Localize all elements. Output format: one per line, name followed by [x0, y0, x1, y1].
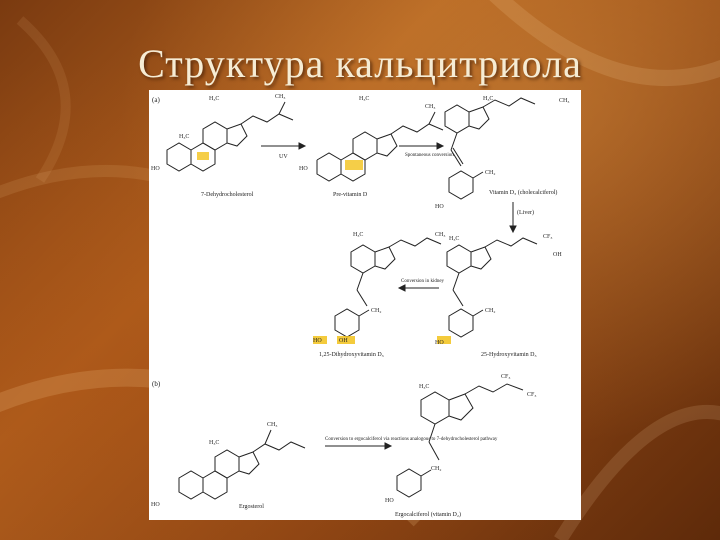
- group-label: CF₃: [501, 374, 510, 380]
- group-label: CH₃: [435, 232, 445, 238]
- arrow-label-liver: (Liver): [517, 209, 534, 216]
- compound-label: Ergocalciferol (vitamin D₂): [395, 511, 461, 518]
- highlight-marker: [197, 152, 209, 160]
- panel-b-label: (b): [152, 380, 161, 388]
- group-label: HO: [151, 166, 160, 172]
- group-label: H₃C: [179, 134, 189, 140]
- highlight-marker: [345, 160, 363, 170]
- group-label: CH₂: [485, 170, 495, 176]
- arrow-label-spontaneous: Spontaneous conversion: [405, 153, 454, 158]
- group-label: HO: [313, 338, 322, 344]
- group-label: CH₂: [431, 466, 441, 472]
- group-label: H₃C: [483, 96, 493, 102]
- arrow-label-ergo: Conversion to ergocalciferol via reactio…: [325, 437, 498, 442]
- group-label: H₃C: [419, 384, 429, 390]
- group-label: CH₃: [559, 98, 569, 104]
- group-label: H₃C: [359, 96, 369, 102]
- compound-label: Vitamin D₃ (cholecalciferol): [489, 189, 557, 196]
- group-label: HO: [435, 340, 444, 346]
- group-label: CH₂: [485, 308, 495, 314]
- group-label: CF₃: [527, 392, 536, 398]
- group-label: H₃C: [209, 96, 219, 102]
- compound-label: 25-Hydroxyvitamin D₃: [481, 352, 537, 358]
- group-label: H₃C: [353, 232, 363, 238]
- compound-label: 1,25-Dihydroxyvitamin D₃: [319, 352, 384, 358]
- compound-label: Ergosterol: [239, 504, 264, 510]
- group-label: HO: [299, 166, 308, 172]
- compound-label: 7-Dehydrocholesterol: [201, 192, 254, 198]
- highlight-marker: [313, 336, 327, 344]
- highlight-marker: [437, 336, 451, 344]
- group-label: CF₃: [543, 234, 552, 240]
- group-label: H₃C: [449, 236, 459, 242]
- chemistry-figure: (a) (b) CH₃ H₃C H₃C HO CH₃ H₃C HO CH₃ H₃…: [149, 90, 581, 520]
- group-label: CH₃: [425, 104, 435, 110]
- panel-a-label: (a): [152, 96, 160, 104]
- group-label: HO: [151, 502, 160, 508]
- group-label: CH₃: [267, 422, 277, 428]
- slide-title: Структура кальцитриола: [138, 41, 582, 86]
- highlight-marker: [337, 336, 355, 344]
- group-label: HO: [385, 498, 394, 504]
- group-label: OH: [339, 338, 348, 344]
- group-label: H₃C: [209, 440, 219, 446]
- compound-label: Pre-vitamin D: [333, 192, 368, 198]
- arrow-label-uv: UV: [279, 154, 288, 160]
- arrow-label-kidney: Conversion in kidney: [401, 279, 445, 284]
- group-label: CH₂: [371, 308, 381, 314]
- group-label: CH₃: [275, 94, 285, 100]
- group-label: HO: [435, 204, 444, 210]
- reaction-scheme: (a) (b) CH₃ H₃C H₃C HO CH₃ H₃C HO CH₃ H₃…: [151, 94, 569, 518]
- group-label: OH: [553, 252, 562, 258]
